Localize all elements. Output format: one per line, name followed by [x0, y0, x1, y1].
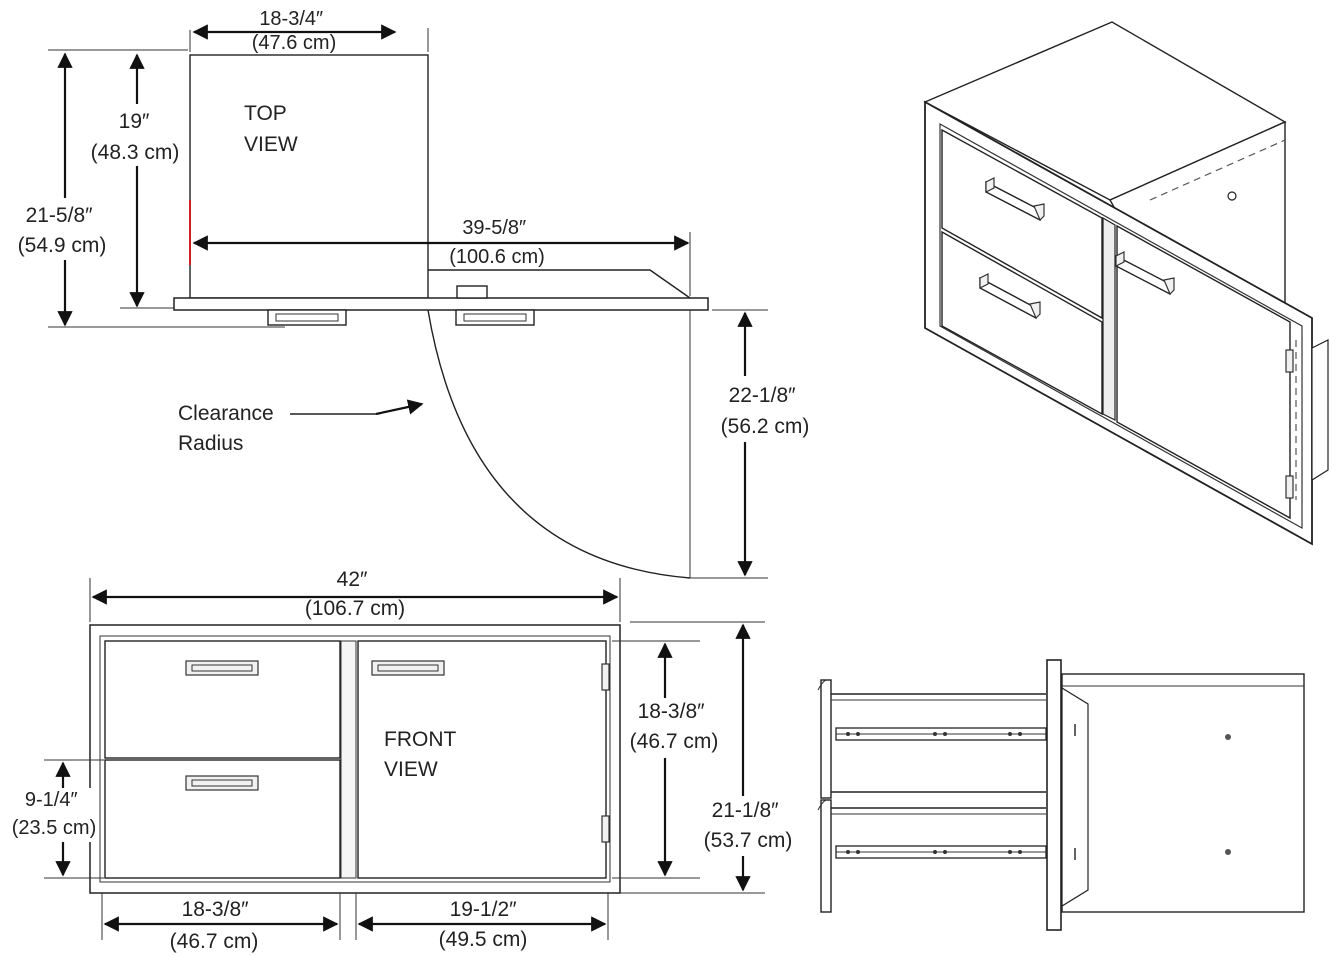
iso-hidden-edge: [1149, 139, 1286, 201]
iso-upper-drawer-handle: [985, 177, 1045, 222]
label-bg: [86, 104, 186, 166]
iso-upper-drawer: [941, 128, 1103, 320]
front-door: [357, 640, 607, 879]
dim-label-open-width: 39-5/8″ (100.6 cm): [449, 217, 545, 268]
side-view-mount-hole: [1225, 734, 1231, 740]
front-upper-drawer-handle: [185, 660, 259, 676]
clearance-leader-arrow: [375, 399, 424, 416]
clearance-radius-label: Clearance Radius: [178, 402, 280, 455]
iso-hinge-top: [1285, 349, 1294, 373]
side-view-upper-slide: [835, 727, 1047, 741]
dim-label-door-width: 19-1/2″ (49.5 cm): [439, 898, 528, 951]
iso-door: [1116, 224, 1291, 520]
iso-side-mount-hole: [1227, 191, 1237, 201]
dim-label-front-total-height: 21-1/8″ (53.7 cm): [704, 799, 793, 852]
dim-label-door-height: 18-3/8″ (46.7 cm): [630, 700, 719, 753]
dim-label-drawer-width: 18-3/8″ (46.7 cm): [170, 898, 259, 953]
dim-label-door-swing: 22-1/8″ (56.2 cm): [721, 384, 810, 438]
isometric-view: [923, 21, 1329, 546]
front-upper-drawer: [104, 640, 341, 759]
side-view-drawer-lip: [817, 679, 827, 691]
dim-label-front-total-width: 42″ (106.7 cm): [305, 568, 405, 620]
clearance-radius-arc: [427, 309, 691, 579]
iso-center-divider: [1102, 216, 1116, 421]
iso-side-flange: [1311, 339, 1329, 482]
front-lower-drawer-handle: [185, 775, 259, 791]
top-view-open-door: [428, 269, 691, 299]
side-view: [817, 659, 1305, 931]
front-door-handle: [371, 660, 445, 676]
side-view-face-plate: [1046, 659, 1062, 931]
iso-door-handle: [1115, 251, 1175, 296]
front-view: 42″ (106.7 cm) 18-3/8″ (46.7 cm) 21-1/8″…: [8, 568, 800, 953]
label-bg: [10, 198, 114, 260]
top-view-door-handle-bar: [463, 313, 527, 322]
side-view-upper-drawer-front: [820, 679, 832, 799]
side-view-bracket: [1061, 686, 1089, 908]
dim-label-inner-depth: 19″ (48.3 cm): [91, 110, 180, 164]
label-bg: [712, 376, 818, 442]
front-view-label: FRONT VIEW: [384, 728, 462, 781]
label-bg: [8, 788, 98, 842]
iso-hinge-bottom: [1285, 475, 1294, 499]
side-view-mount-hole: [1225, 849, 1231, 855]
front-door-hinge-bottom: [601, 815, 610, 843]
front-center-divider: [340, 640, 357, 879]
side-view-lower-drawer-front: [820, 799, 832, 913]
label-bg: [696, 796, 800, 856]
top-view-hinge-block: [456, 285, 488, 299]
front-door-hinge-top: [601, 663, 610, 691]
top-view-label: TOP VIEW: [244, 102, 298, 156]
top-view-drawer-handle-bar: [275, 313, 339, 322]
dim-label-drawer-height: 9-1/4″ (23.5 cm): [12, 789, 96, 839]
side-view-lower-slide: [835, 845, 1047, 859]
side-view-drawer-lip: [817, 799, 827, 811]
top-view-door-handle: [455, 309, 535, 326]
top-view-drawer-handle: [267, 309, 347, 326]
top-view-face-frame: [173, 297, 709, 311]
dim-label-total-depth: 21-5/8″ (54.9 cm): [18, 204, 107, 257]
top-view-cabinet: [189, 54, 429, 299]
label-bg: [622, 698, 726, 758]
side-view-cabinet: [1061, 673, 1305, 913]
top-view: 18-3/4″ (47.6 cm) 19″ (48.3 cm) 21-5/8″ …: [10, 8, 818, 579]
dim-label-top-width: 18-3/4″ (47.6 cm): [252, 8, 336, 54]
iso-lower-drawer-handle: [979, 273, 1041, 320]
